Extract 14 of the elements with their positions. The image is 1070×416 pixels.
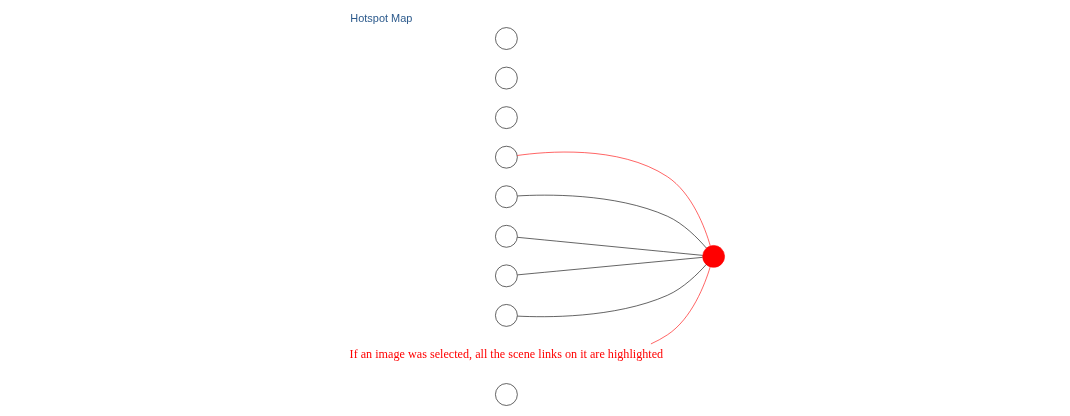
node-circle (495, 106, 518, 129)
diagram-title: Hotspot Map (350, 11, 413, 24)
node-text: If an image was selected, all the scene links on it are highlighted (349, 347, 664, 362)
node-circle (495, 383, 518, 406)
node-circle (702, 245, 725, 268)
node-circle (495, 304, 518, 327)
node-circle (495, 66, 518, 90)
connector (516, 151, 711, 247)
node-circle (495, 225, 518, 248)
connector (650, 266, 711, 345)
node-circle (495, 27, 518, 50)
node-circle (495, 145, 518, 169)
node-circle (495, 185, 518, 208)
node-circle (495, 264, 518, 288)
